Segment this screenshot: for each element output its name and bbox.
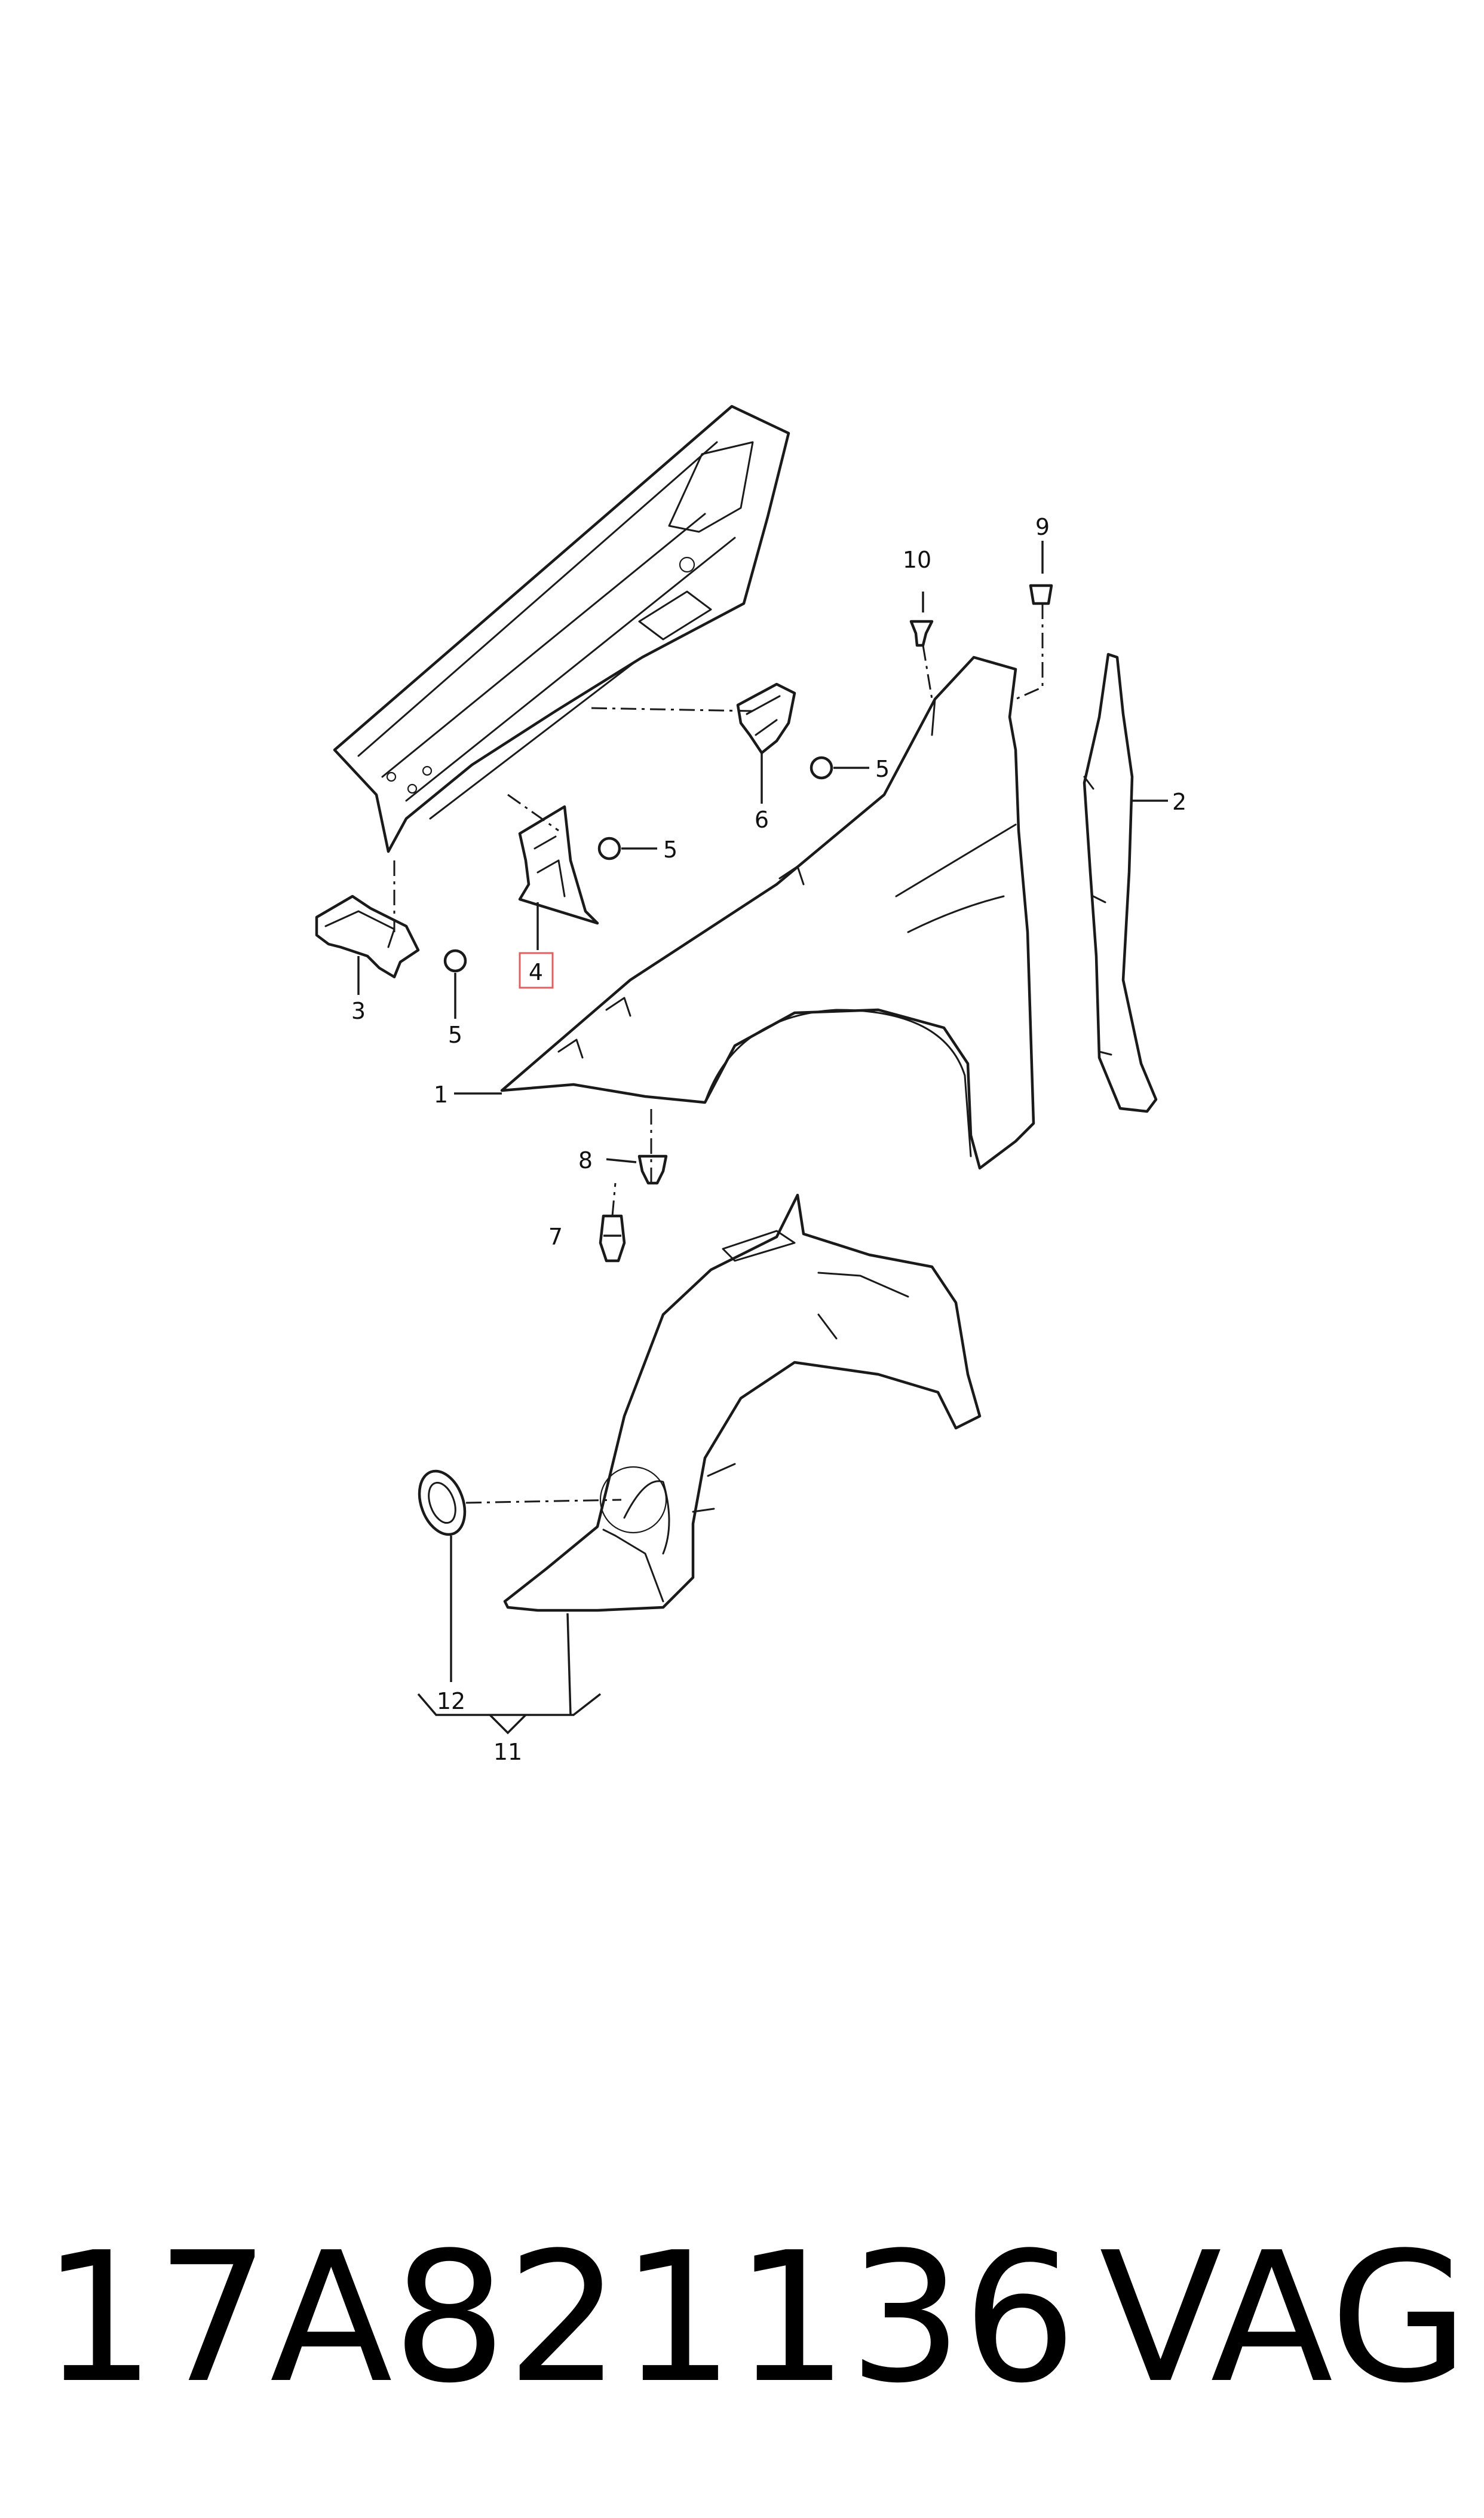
front-fender — [500, 655, 1035, 1170]
leader-lines — [357, 541, 1168, 1735]
fasteners — [443, 584, 1053, 1263]
mounting-bracket-upper — [736, 682, 796, 755]
caption-bar: 17A821136 VAG — [0, 2211, 1484, 2426]
callout-labels: 1 2 3 4 5 5 5 6 7 8 9 10 11 12 — [351, 514, 1186, 1765]
part-number: 17A821136 — [42, 2214, 1077, 2422]
wheel-housing-liner — [503, 1193, 982, 1612]
callout-8: 8 — [578, 1147, 593, 1174]
callout-5-upper: 5 — [875, 756, 890, 782]
callout-3: 3 — [351, 998, 366, 1024]
callout-4: 4 — [529, 959, 543, 985]
mounting-bracket-inner — [518, 805, 599, 925]
callout-11: 11 — [493, 1739, 522, 1765]
callout-6: 6 — [755, 807, 769, 833]
brand-name: VAG — [1099, 2214, 1469, 2422]
callout-2: 2 — [1172, 789, 1186, 815]
highlight-box — [519, 952, 554, 989]
callout-5-lower: 5 — [448, 1022, 462, 1048]
callout-12: 12 — [437, 1688, 465, 1714]
assembly-lines — [393, 604, 1044, 1504]
callout-5-inner: 5 — [663, 837, 677, 863]
callout-10: 10 — [903, 547, 931, 573]
mounting-bracket-lower — [315, 895, 420, 979]
callout-9: 9 — [1035, 514, 1050, 540]
fender-seal-strip — [1083, 653, 1158, 1113]
body-frame-rail — [333, 405, 790, 853]
callout-1: 1 — [434, 1082, 448, 1108]
callout-7: 7 — [548, 1224, 563, 1250]
wheel-housing-cap — [418, 1469, 467, 1536]
